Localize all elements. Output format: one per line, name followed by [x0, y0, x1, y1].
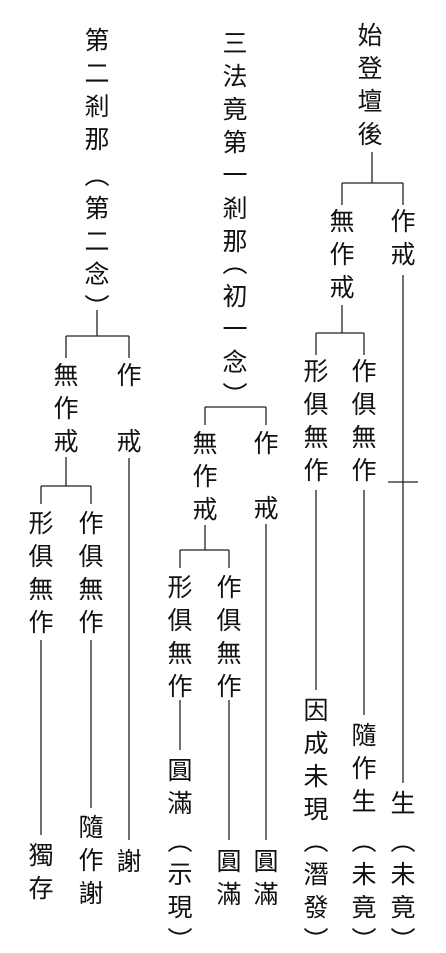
col2-zuo: 作: [250, 430, 279, 463]
col2-yuan-man-1: 圓滿: [164, 757, 193, 823]
col3-zuo-ju-wu-zuo: 作俱無作: [75, 510, 104, 642]
col2-xing-ju-wu-zuo: 形俱無作: [164, 574, 193, 706]
col3-zuo: 作: [113, 362, 142, 395]
col2-title: 三法竟第一剎那: [219, 30, 248, 261]
col3-wu-zuo-jie: 無作戒: [50, 362, 79, 461]
col3-jie: 戒: [113, 428, 142, 461]
col1-wu-zuo-jie: 無作戒: [326, 208, 355, 307]
col3-du-cun: 獨存: [25, 842, 54, 908]
col1-sheng: 生: [387, 790, 416, 823]
col1-zuo-ju-wu-zuo: 作俱無作: [348, 358, 377, 490]
col3-xing-ju-wu-zuo: 形俱無作: [25, 510, 54, 642]
col2-yuan-man-3: 圓滿: [250, 848, 279, 914]
col2-zuo-ju-wu-zuo: 作俱無作: [213, 574, 242, 706]
col3-title: 第二剎那: [81, 27, 110, 159]
col1-wei-jing-2: （未竟）: [387, 828, 416, 953]
col1-sui-zuo-sheng: 隨作生: [348, 722, 377, 821]
col3-sui-zuo-xie: 隨作謝: [75, 814, 104, 913]
col1-zuo-jie: 作戒: [387, 208, 416, 274]
col2-wu-zuo-jie: 無作戒: [189, 430, 218, 529]
col1-yin-cheng-wei-xian: 因成未現: [300, 697, 329, 829]
col2-sub: （初一念）: [219, 250, 248, 415]
col1-title: 始登壇後: [354, 22, 383, 154]
col2-yuan-man-2: 圓滿: [213, 848, 242, 914]
col2-shi-xian: （示現）: [164, 828, 193, 953]
col1-qian-fa: （潛發）: [300, 828, 329, 953]
col2-jie: 戒: [250, 495, 279, 528]
col3-xie: 謝: [113, 848, 142, 881]
col3-sub: （第二念）: [81, 162, 110, 327]
col1-wei-jing: （未竟）: [348, 828, 377, 953]
col1-xing-ju-wu-zuo: 形俱無作: [300, 358, 329, 490]
